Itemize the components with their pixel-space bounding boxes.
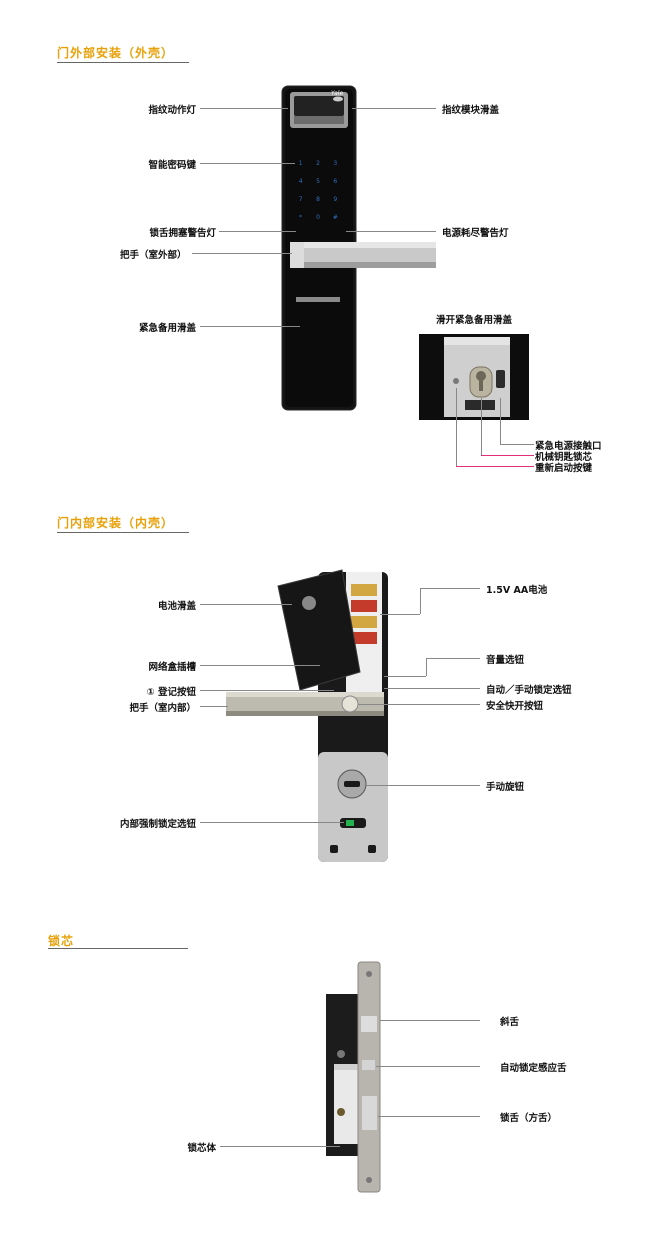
exterior-lock-drawing	[281, 85, 436, 411]
leader-line	[200, 690, 334, 691]
label-power-warning-light: 电源耗尽警告灯	[442, 228, 509, 239]
leader-line	[200, 822, 344, 823]
leader-line	[420, 588, 480, 589]
leader-line	[420, 588, 421, 614]
label-smart-keypad: 智能密码键	[148, 160, 196, 171]
interior-title-rule	[57, 532, 189, 533]
label-auto-sensor: 自动锁定感应舌	[500, 1063, 567, 1074]
leader-line	[346, 231, 436, 232]
label-auto-manual: 自动／手动锁定选钮	[486, 685, 572, 696]
keypad-key[interactable]: *	[299, 214, 303, 221]
label-handle-outside: 把手（室外部）	[120, 250, 187, 261]
inset-drawing	[419, 334, 529, 420]
label-jam-warning-light: 锁舌拥塞警告灯	[149, 228, 216, 239]
label-register-button: ① 登记按钮	[146, 687, 196, 698]
label-handle-inside: 把手（室内部）	[129, 703, 196, 714]
leader-line	[384, 688, 480, 689]
label-emergency-power: 紧急电源接触口	[535, 441, 602, 452]
keypad-key[interactable]: 7	[298, 196, 303, 203]
label-emergency-cover: 紧急备用滑盖	[138, 323, 196, 334]
keypad-key[interactable]: #	[332, 214, 338, 221]
brand-logo: Yale	[331, 90, 344, 97]
keypad-key[interactable]: 8	[316, 196, 320, 203]
leader-line	[200, 326, 300, 327]
label-safety-open: 安全快开按钮	[486, 701, 544, 712]
leader-line	[358, 704, 480, 705]
leader-line	[380, 1020, 480, 1021]
leader-line	[500, 398, 501, 444]
leader-line-highlight	[481, 455, 534, 456]
label-manual-knob: 手动旋钮	[486, 782, 525, 793]
keypad-key[interactable]: 0	[316, 214, 320, 221]
interior-lock-drawing	[226, 569, 388, 862]
exterior-title-rule	[57, 62, 189, 63]
keypad-key[interactable]: 3	[333, 160, 338, 167]
keypad-key[interactable]: 9	[333, 196, 338, 203]
leader-line	[219, 231, 296, 232]
leader-line	[380, 614, 420, 615]
label-battery: 1.5V AA电池	[486, 585, 548, 596]
label-restart-button: 重新启动按键	[535, 463, 593, 474]
label-battery-cover: 电池滑盖	[157, 601, 196, 612]
label-volume: 音量选钮	[486, 655, 525, 666]
keypad-key[interactable]: 5	[316, 178, 320, 185]
label-latch: 斜舌	[500, 1017, 520, 1028]
label-deadbolt: 锁舌（方舌）	[500, 1113, 558, 1124]
leader-line	[200, 108, 288, 109]
label-mortise-body: 锁芯体	[187, 1143, 216, 1154]
label-fingerprint-cover: 指纹模块滑盖	[442, 105, 500, 116]
exterior-section-title: 门外部安装（外壳）	[57, 46, 175, 60]
leader-line	[200, 163, 295, 164]
label-fingerprint-light: 指纹动作灯	[148, 105, 196, 116]
keypad-key[interactable]: 4	[298, 178, 303, 185]
leader-line	[220, 1146, 340, 1147]
keypad-key[interactable]: 2	[316, 160, 320, 167]
leader-line	[378, 1116, 480, 1117]
leader-line	[426, 658, 480, 659]
leader-line	[426, 658, 427, 676]
keypad-grid[interactable]: 1 2 3 4 5 6 7 8 9 * 0 #	[292, 160, 344, 221]
interior-section-title: 门内部安装（内壳）	[57, 516, 175, 530]
label-force-lock: 内部强制锁定选钮	[119, 819, 196, 830]
leader-line	[366, 785, 480, 786]
label-key-cylinder: 机械钥匙锁芯	[535, 452, 593, 463]
mortise-title-rule	[48, 948, 188, 949]
leader-line	[456, 388, 457, 466]
leader-line	[200, 706, 228, 707]
leader-line	[500, 444, 534, 445]
mortise-section-title: 锁芯	[48, 934, 75, 948]
keypad-key[interactable]: 6	[333, 178, 338, 185]
inset-title: 滑开紧急备用滑盖	[436, 315, 513, 326]
leader-line	[192, 253, 292, 254]
leader-line-highlight	[456, 466, 534, 467]
leader-line	[376, 1066, 480, 1067]
leader-line	[200, 604, 292, 605]
label-network-slot: 网络盒插槽	[148, 662, 196, 673]
leader-line	[352, 108, 436, 109]
leader-line	[481, 398, 482, 455]
leader-line	[200, 665, 320, 666]
keypad-key[interactable]: 1	[298, 160, 303, 167]
leader-line	[384, 676, 426, 677]
